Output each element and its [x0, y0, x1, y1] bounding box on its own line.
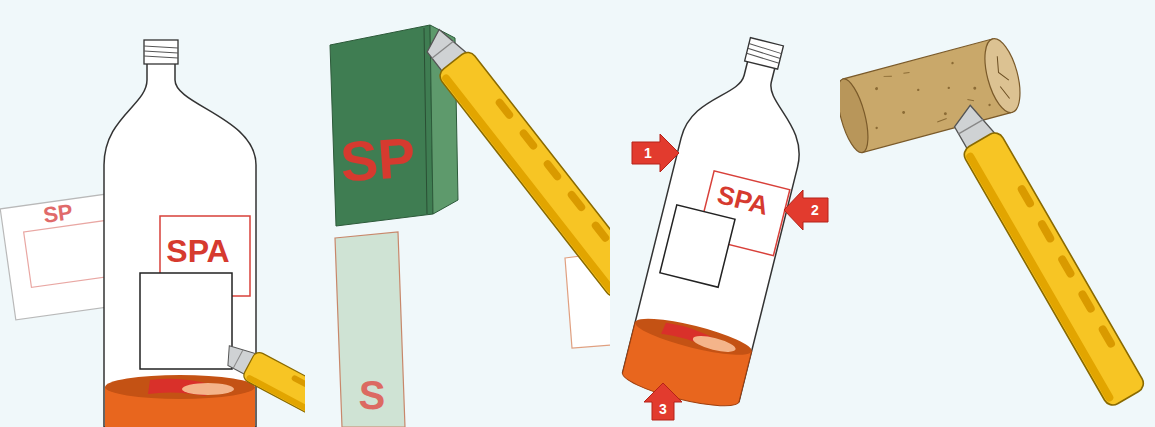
callout-number: 3 [659, 402, 667, 416]
panel-four [840, 35, 1147, 408]
red-arrow [784, 190, 828, 230]
label-strip [335, 232, 405, 427]
label-text: SPA [166, 235, 229, 267]
callout-number: 1 [644, 146, 652, 160]
cut-label-block [330, 25, 433, 226]
panel-one [0, 40, 305, 427]
label-text: SP [339, 129, 417, 190]
cutter-knife [943, 99, 1146, 408]
label-text: SPA [715, 181, 771, 219]
bottle [104, 40, 256, 427]
cutter-knife [218, 338, 305, 427]
red-arrow [632, 134, 679, 172]
label-text: S [358, 375, 386, 416]
cutter-knife [416, 22, 610, 300]
panel-three [620, 27, 828, 420]
callout-number: 2 [811, 203, 819, 217]
panel-two [330, 22, 610, 427]
red-arrow [644, 383, 682, 420]
label-text: SP [42, 201, 74, 227]
